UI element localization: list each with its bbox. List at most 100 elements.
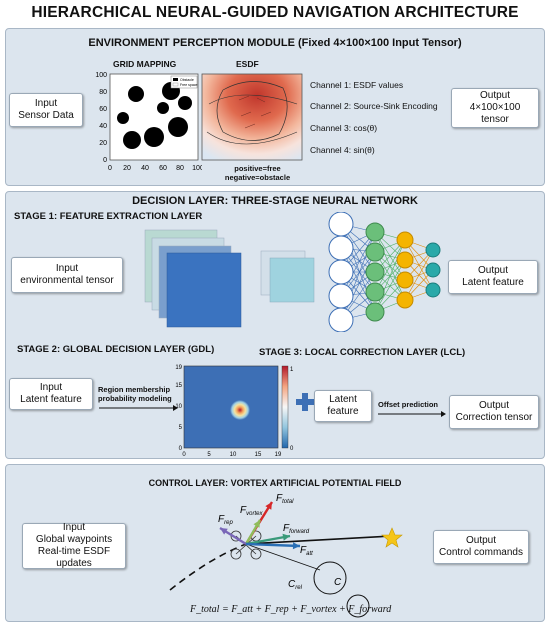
obstacle-1 bbox=[128, 86, 144, 102]
latent-feature-line-2: feature bbox=[327, 406, 359, 417]
trajectory-solid bbox=[245, 535, 393, 545]
svg-text:80: 80 bbox=[99, 89, 107, 96]
sensor-input-text: Sensor Data bbox=[18, 110, 74, 121]
feature-map-stack bbox=[260, 250, 315, 303]
region-label-line-1: Region membership bbox=[98, 385, 171, 394]
grid-x-ticks: 0 20 40 60 80 100 bbox=[108, 165, 202, 172]
esdf-gradient-arrows bbox=[238, 95, 272, 129]
nn-node bbox=[328, 283, 354, 309]
svg-text:19: 19 bbox=[275, 452, 282, 458]
obstacle-7 bbox=[123, 131, 141, 149]
force-arrowhead-rep bbox=[220, 528, 228, 535]
nn-connection bbox=[340, 223, 376, 293]
channel-4: Channel 4: sin(θ) bbox=[310, 145, 375, 155]
svg-text:20: 20 bbox=[99, 140, 107, 147]
svg-text:40: 40 bbox=[141, 165, 149, 172]
svg-text:1: 1 bbox=[290, 367, 294, 373]
correction-output-box: Output Correction tensor bbox=[449, 395, 539, 429]
esdf-note: positive=free negative=obstacle bbox=[215, 164, 300, 182]
latent-feature-box: Latent feature bbox=[314, 390, 372, 422]
heatmap-y-ticks: 19 15 10 5 0 bbox=[175, 365, 182, 452]
force-arrowhead-forward bbox=[282, 533, 290, 541]
svg-text:10: 10 bbox=[175, 404, 182, 410]
stage3-arrow bbox=[378, 411, 446, 417]
c-rel-line bbox=[245, 543, 321, 571]
channel-2: Channel 2: Source-Sink Encoding bbox=[310, 101, 438, 111]
obstacle-5 bbox=[117, 112, 129, 124]
heatmap-peak bbox=[230, 400, 250, 420]
obstacle-6 bbox=[168, 117, 188, 137]
svg-text:0: 0 bbox=[290, 446, 294, 452]
force-arrowhead-total bbox=[265, 502, 272, 510]
nn-node bbox=[365, 262, 385, 282]
control-header: CONTROL LAYER: VORTEX ARTIFICIAL POTENTI… bbox=[148, 478, 402, 488]
svg-text:0: 0 bbox=[103, 157, 107, 164]
sensor-input-label: Input bbox=[34, 98, 58, 109]
legend-free: Free space bbox=[180, 83, 198, 87]
tensor-layer-4 bbox=[166, 252, 242, 328]
svg-text:60: 60 bbox=[159, 165, 167, 172]
c-label: C bbox=[334, 577, 342, 588]
svg-text:5: 5 bbox=[179, 425, 183, 431]
control-input-esdf: Real-time ESDF updates bbox=[37, 546, 111, 569]
channel-1: Channel 1: ESDF values bbox=[310, 80, 404, 90]
nn-node bbox=[425, 242, 441, 258]
stage1-input-text: environmental tensor bbox=[20, 275, 114, 286]
heatmap-x-ticks: 0 5 10 15 19 bbox=[182, 452, 282, 458]
tensor-output-box: Output 4×100×100 tensor bbox=[451, 88, 539, 128]
svg-text:0: 0 bbox=[182, 452, 186, 458]
nn-node bbox=[365, 282, 385, 302]
svg-text:5: 5 bbox=[207, 452, 211, 458]
stage2-input-text: Latent feature bbox=[20, 394, 82, 405]
sensor-input-box: Input Sensor Data bbox=[9, 93, 83, 127]
svg-text:15: 15 bbox=[175, 383, 182, 389]
svg-text:60: 60 bbox=[99, 106, 107, 113]
tensor-output-shape: 4×100×100 bbox=[469, 102, 521, 113]
force-arrowhead-vortex bbox=[253, 520, 260, 528]
nn-node bbox=[396, 271, 414, 289]
nn-connection bbox=[404, 249, 434, 301]
svg-text:100: 100 bbox=[95, 72, 107, 79]
latent-feature-line-1: Latent bbox=[329, 394, 357, 405]
obstacle-3 bbox=[157, 102, 169, 114]
nn-nodes bbox=[328, 212, 441, 332]
nn-node bbox=[328, 235, 354, 261]
obstacle-circle-small bbox=[346, 594, 370, 618]
neural-network-diagram bbox=[328, 212, 441, 332]
svg-text:100: 100 bbox=[192, 165, 202, 172]
f-vortex-label: Fvortex bbox=[240, 505, 263, 517]
colorbar-ticks: 1 0 bbox=[290, 367, 294, 452]
c-rel-label: Crel bbox=[288, 579, 303, 591]
tensor-output-text: tensor bbox=[481, 114, 509, 125]
nn-connection bbox=[374, 259, 406, 313]
nn-connections bbox=[340, 223, 434, 321]
force-arrow-forward bbox=[245, 534, 291, 546]
svg-text:0: 0 bbox=[108, 165, 112, 172]
control-output-text: Control commands bbox=[439, 547, 523, 558]
nn-node bbox=[396, 251, 414, 269]
goal-star-icon bbox=[381, 527, 403, 548]
svg-text:10: 10 bbox=[230, 452, 237, 458]
nn-node bbox=[365, 242, 385, 262]
nn-connection bbox=[340, 251, 376, 321]
nn-node bbox=[328, 307, 354, 332]
esdf-note-positive: positive=free bbox=[234, 164, 281, 173]
f-att-label: Fatt bbox=[300, 545, 313, 557]
perception-header: ENVIRONMENT PERCEPTION MODULE (Fixed 4×1… bbox=[88, 37, 462, 49]
svg-text:15: 15 bbox=[255, 452, 262, 458]
plus-icon bbox=[296, 393, 314, 411]
force-arrowhead-att bbox=[292, 542, 300, 550]
stage2-title: STAGE 2: GLOBAL DECISION LAYER (GDL) bbox=[17, 344, 215, 355]
nn-connection bbox=[374, 239, 406, 293]
esdf-plot bbox=[201, 73, 303, 161]
decision-header: DECISION LAYER: THREE-STAGE NEURAL NETWO… bbox=[132, 195, 418, 207]
grid-y-ticks: 100 80 60 40 20 0 bbox=[95, 72, 107, 164]
obstacle-8 bbox=[144, 127, 164, 147]
esdf-title: ESDF bbox=[236, 59, 259, 69]
stage1-output-text: Latent feature bbox=[462, 277, 524, 288]
nn-node bbox=[328, 212, 354, 237]
svg-text:80: 80 bbox=[176, 165, 184, 172]
tensor-output-label: Output bbox=[479, 90, 511, 101]
page-title: HIERARCHICAL NEURAL-GUIDED NAVIGATION AR… bbox=[31, 4, 519, 21]
tensor-stack bbox=[144, 229, 242, 328]
